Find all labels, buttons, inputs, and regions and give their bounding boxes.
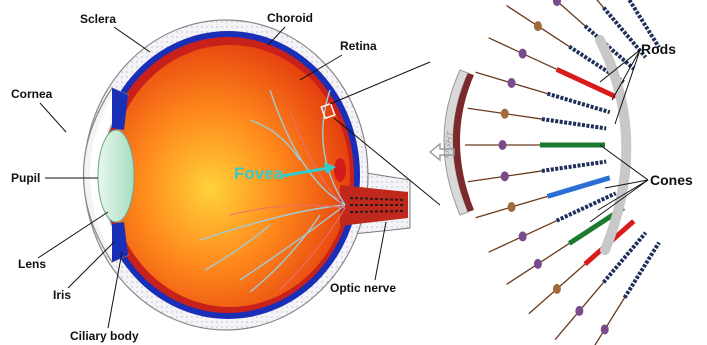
neuron-body [519,231,527,241]
choroid-label: Choroid [267,11,313,25]
lens-label: Lens [18,257,46,271]
rods-label: Rods [641,41,676,57]
sclera-leader [114,27,150,52]
lens [98,130,134,222]
sclera-label: Sclera [80,12,116,26]
rod-cell [542,119,606,128]
cornea-label: Cornea [11,87,53,101]
neuron-body [519,49,527,59]
retina-label: Retina [340,39,377,53]
zoom-line-top [330,62,430,104]
rod-cell [547,94,609,113]
ciliary-body-label: Ciliary body [70,329,139,343]
vitreous-body [110,45,350,307]
cone-cell [547,178,609,197]
neuron-body [508,78,516,88]
neuron-body [575,306,583,316]
neuron-body [499,140,507,150]
neuron-body [553,284,561,294]
neuron-body [501,109,509,119]
pupil-label: Pupil [11,171,40,185]
rod-cell [542,162,606,171]
neuron-body [534,21,542,31]
cones-label: Cones [650,172,693,188]
neuron-body [534,259,542,269]
neuron-body [508,202,516,212]
retina-closeup [444,0,659,345]
bipolar-cell [585,298,625,345]
neuron-body [501,171,509,181]
cornea-leader [40,103,66,132]
neuron-body [601,324,609,334]
iris-label: Iris [53,288,71,302]
optic-nerve-label: Optic nerve [330,281,396,295]
fovea-spot [334,158,346,182]
iris-leader [68,242,114,288]
fovea-label: Fovea [234,164,284,183]
neuron-body [553,0,561,6]
